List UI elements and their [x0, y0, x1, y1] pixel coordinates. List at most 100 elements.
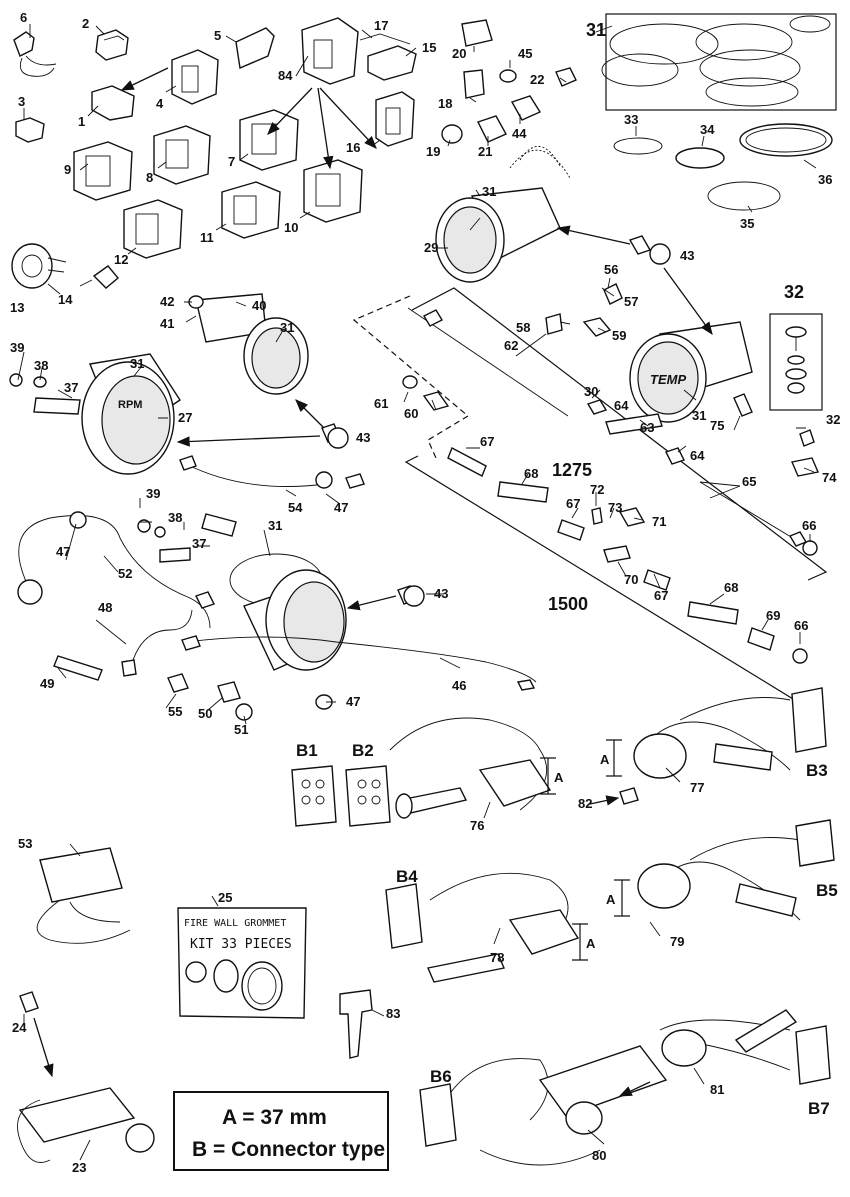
callout-47-mid: 47 — [56, 544, 70, 559]
callout-66-a: 66 — [802, 518, 816, 533]
callout-43-low: 43 — [434, 586, 448, 601]
stalk-switch-80 — [439, 1045, 668, 1166]
cable-54 — [179, 455, 365, 489]
part-69 — [747, 627, 775, 651]
callout-47-top: 47 — [334, 500, 348, 515]
clip-55 — [167, 673, 189, 693]
rocker-7 — [239, 109, 299, 171]
callout-55: 55 — [168, 704, 182, 719]
arrow-24-to-23 — [33, 1017, 54, 1078]
callout-27: 27 — [178, 410, 192, 425]
dimension-a-78 — [572, 923, 588, 961]
bulb-holder-56 — [603, 283, 623, 305]
callout-7: 7 — [228, 154, 235, 169]
callout-11: 11 — [200, 230, 214, 245]
callout-58: 58 — [516, 320, 530, 335]
washer-66-b — [792, 648, 808, 664]
group-1275: 1275 — [552, 460, 592, 480]
washer-39-mid — [137, 519, 151, 533]
callout-10: 10 — [284, 220, 298, 235]
callout-54: 54 — [288, 500, 303, 515]
callout-33: 33 — [624, 112, 638, 127]
gauge-29 — [435, 145, 571, 283]
switch-15-17 — [359, 33, 417, 81]
adapter-70 — [603, 545, 631, 563]
part-68-a — [497, 481, 549, 503]
callout-25: 25 — [218, 890, 232, 905]
callout-67-b: 67 — [566, 496, 580, 511]
grommet-51 — [235, 703, 253, 721]
callout-81: 81 — [710, 1082, 724, 1097]
callout-31-gauge29: 31 — [482, 184, 496, 199]
callout-64-a: 64 — [614, 398, 629, 413]
switch-71 — [618, 507, 646, 527]
screw-kit-32 — [785, 326, 807, 394]
callout-23: 23 — [72, 1160, 86, 1175]
callout-80: 80 — [592, 1148, 606, 1163]
cable-52 — [17, 511, 215, 629]
speedo-cable-62 — [407, 307, 569, 417]
callout-29: 29 — [424, 240, 438, 255]
cable-48 — [121, 609, 193, 677]
switch-16 — [375, 91, 415, 147]
legend-line2: B = Connector type — [192, 1138, 385, 1161]
callout-51: 51 — [234, 722, 248, 737]
connector-b2 — [345, 765, 391, 827]
sender-75 — [733, 393, 753, 417]
callout-47-low: 47 — [346, 694, 360, 709]
callout-69: 69 — [766, 608, 780, 623]
callout-14: 14 — [58, 292, 73, 307]
dimension-label-a-77: A — [600, 752, 610, 767]
callout-31-small: 31 — [280, 320, 294, 335]
rotary-switch-13 — [11, 243, 67, 289]
callout-78: 78 — [490, 950, 504, 965]
small-gauge-31 — [195, 293, 309, 395]
callout-9: 9 — [64, 162, 71, 177]
connector-label-b6: B6 — [430, 1067, 452, 1086]
kit-card-line2: KIT 33 PIECES — [190, 937, 292, 952]
callout-59: 59 — [612, 328, 626, 343]
callout-49: 49 — [40, 676, 54, 691]
clamp-50 — [217, 681, 241, 703]
temp-gauge-30: TEMP — [629, 321, 753, 423]
callout-31-tach: 31 — [130, 356, 144, 371]
engine-1275-bracket — [352, 287, 828, 581]
stalk-switch-79 — [637, 837, 801, 921]
callout-63: 63 — [640, 420, 654, 435]
tachometer-27: RPM — [81, 353, 181, 475]
callout-71: 71 — [652, 514, 666, 529]
bracket-37-mid — [159, 513, 237, 563]
bezel-ring-box — [605, 13, 837, 111]
callout-57: 57 — [624, 294, 638, 309]
stalk-switch-78 — [427, 872, 580, 983]
legend-box — [173, 1091, 389, 1171]
switch-body-1 — [91, 85, 135, 121]
connector-b5 — [795, 819, 835, 867]
connector-b7 — [795, 1025, 831, 1085]
callout-62: 62 — [504, 338, 518, 353]
callout-72: 72 — [590, 482, 604, 497]
washer-66-a — [802, 540, 818, 556]
callout-70: 70 — [624, 572, 638, 587]
dimension-a-76 — [540, 757, 556, 795]
callout-20: 20 — [452, 46, 466, 61]
callout-12: 12 — [114, 252, 128, 267]
screw-kit-box — [769, 313, 823, 411]
connector-b4 — [385, 883, 423, 949]
stalk-switch-76 — [389, 717, 552, 819]
bezel-rings-31 — [601, 15, 831, 107]
callout-5: 5 — [214, 28, 221, 43]
clip-49 — [53, 655, 103, 681]
callout-82: 82 — [578, 796, 592, 811]
callout-43-mid: 43 — [356, 430, 370, 445]
rocker-8 — [153, 125, 211, 185]
legend-line1: A = 37 mm — [222, 1106, 327, 1129]
washer-39-top — [9, 373, 23, 387]
assembly-23 — [17, 1087, 155, 1163]
callout-15: 15 — [422, 40, 436, 55]
callout-66-b: 66 — [794, 618, 808, 633]
callout-2: 2 — [82, 16, 89, 31]
clip-58 — [545, 313, 563, 335]
callout-60: 60 — [404, 406, 418, 421]
rpm-face-text: RPM — [118, 399, 142, 411]
